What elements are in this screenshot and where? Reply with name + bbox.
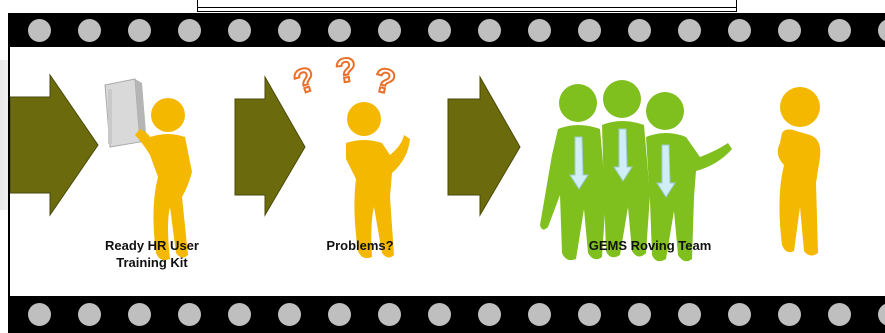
film-sprocket-hole bbox=[28, 19, 51, 42]
film-sprocket-hole bbox=[428, 303, 451, 326]
confused-person-icon bbox=[346, 102, 410, 258]
film-sprocket-hole bbox=[778, 19, 801, 42]
top-caption-box bbox=[197, 0, 737, 12]
film-sprocket-hole bbox=[378, 19, 401, 42]
film-sprocket-hole bbox=[428, 19, 451, 42]
arrow-1-icon bbox=[10, 75, 98, 215]
film-sprocket-hole bbox=[78, 19, 101, 42]
film-sprocket-hole bbox=[128, 303, 151, 326]
film-sprocket-hole bbox=[878, 19, 885, 42]
caption-training-kit: Ready HR User Training Kit bbox=[72, 237, 232, 271]
arrow-2-icon bbox=[235, 77, 305, 215]
caption-gems-roving-team: GEMS Roving Team bbox=[560, 237, 740, 254]
film-sprocket-hole bbox=[128, 19, 151, 42]
film-sprocket-hole bbox=[728, 19, 751, 42]
thinking-person-icon bbox=[778, 87, 821, 256]
film-sprocket-hole bbox=[228, 303, 251, 326]
film-sprocket-hole bbox=[478, 19, 501, 42]
film-sprocket-hole bbox=[728, 303, 751, 326]
film-sprocket-hole bbox=[628, 303, 651, 326]
film-sprocket-hole bbox=[778, 303, 801, 326]
film-sprocket-hole bbox=[278, 19, 301, 42]
film-sprocket-hole bbox=[328, 303, 351, 326]
film-sprocket-hole bbox=[328, 19, 351, 42]
question-mark-1: ? bbox=[289, 60, 322, 103]
caption-training-kit-line2: Training Kit bbox=[72, 254, 232, 271]
question-marks-icon: ? ? ? bbox=[289, 51, 399, 103]
filmstrip-bottom bbox=[8, 296, 885, 333]
film-sprocket-hole bbox=[528, 303, 551, 326]
caption-training-kit-line1: Ready HR User bbox=[72, 237, 232, 254]
film-sprocket-hole bbox=[478, 303, 501, 326]
film-sprocket-hole bbox=[578, 303, 601, 326]
arrow-3-icon bbox=[448, 77, 520, 215]
film-sprocket-hole bbox=[28, 303, 51, 326]
filmstrip-top bbox=[8, 13, 885, 47]
question-mark-3: ? bbox=[370, 61, 398, 102]
film-sprocket-hole bbox=[828, 19, 851, 42]
film-sprocket-hole bbox=[578, 19, 601, 42]
film-sprocket-hole bbox=[228, 19, 251, 42]
team-people-icon bbox=[540, 80, 732, 261]
film-sprocket-hole bbox=[878, 303, 885, 326]
film-sprocket-hole bbox=[828, 303, 851, 326]
film-sprocket-hole bbox=[528, 19, 551, 42]
film-sprocket-hole bbox=[678, 303, 701, 326]
film-frame: ? ? ? bbox=[8, 47, 885, 296]
caption-problems: Problems? bbox=[310, 237, 410, 254]
film-sprocket-hole bbox=[378, 303, 401, 326]
film-sprocket-hole bbox=[678, 19, 701, 42]
film-sprocket-hole bbox=[178, 303, 201, 326]
question-mark-2: ? bbox=[333, 51, 359, 92]
film-sprocket-hole bbox=[628, 19, 651, 42]
film-sprocket-hole bbox=[278, 303, 301, 326]
film-sprocket-hole bbox=[178, 19, 201, 42]
film-sprocket-hole bbox=[78, 303, 101, 326]
